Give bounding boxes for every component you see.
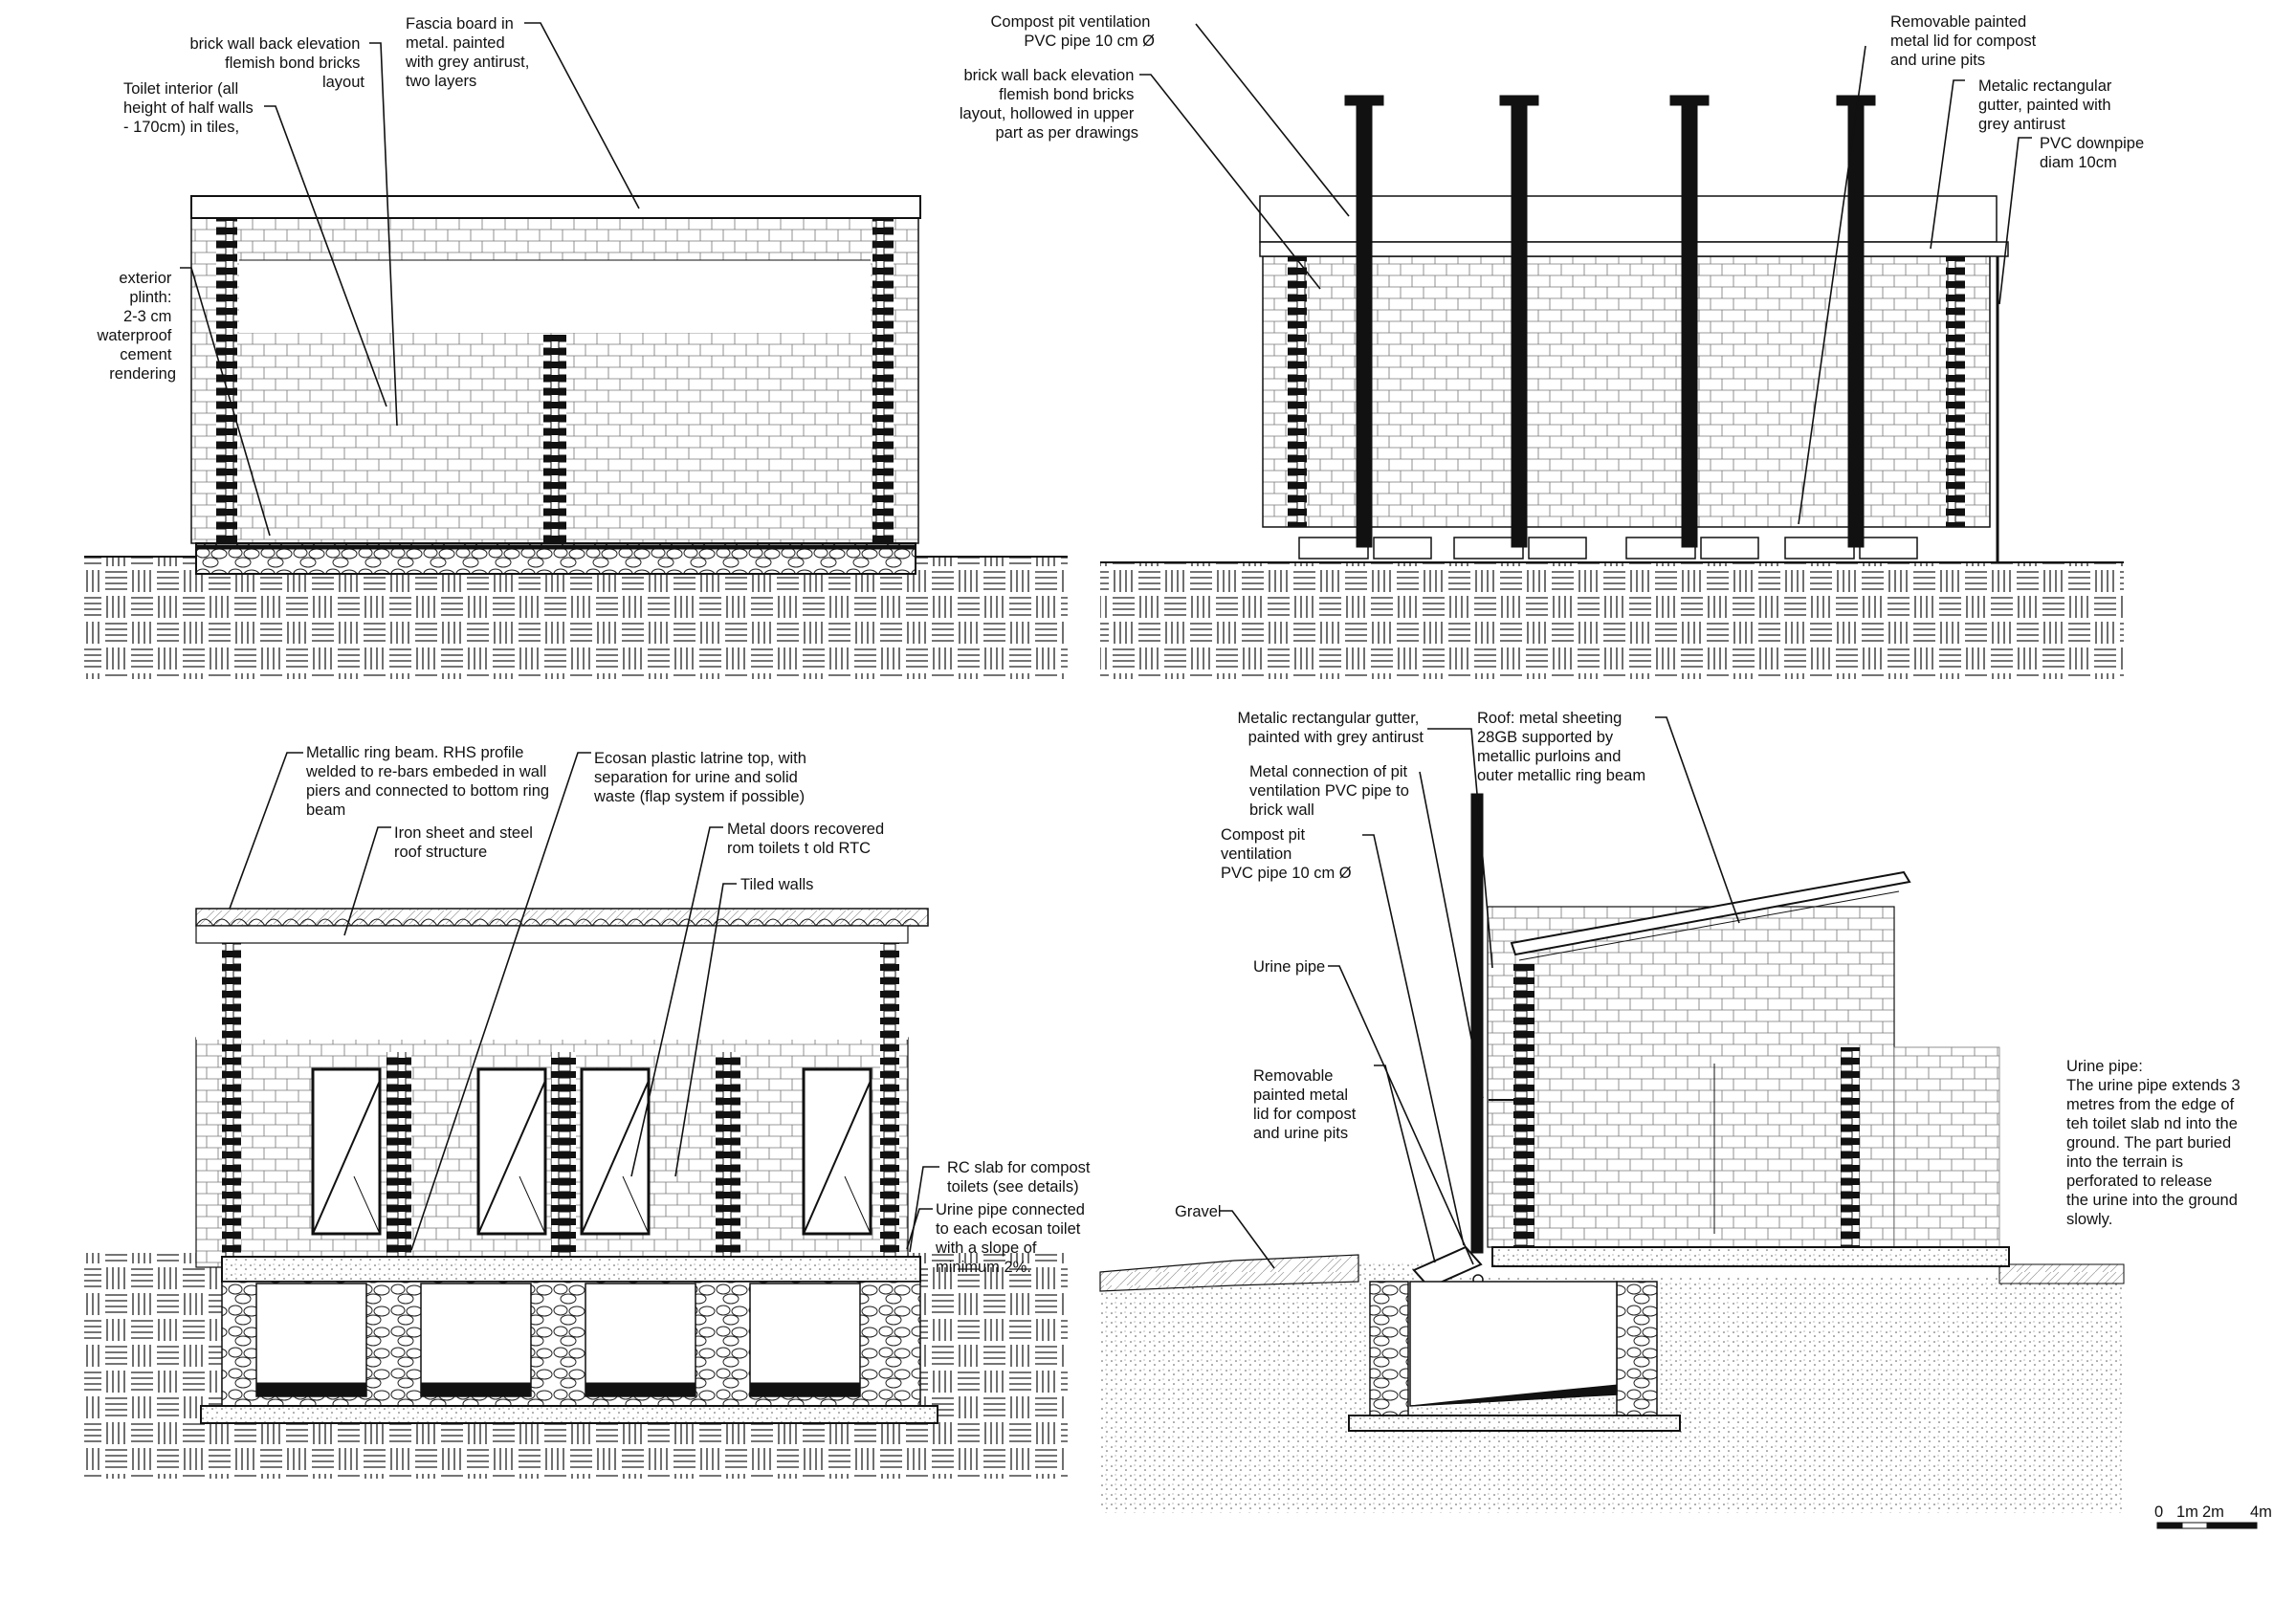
pier-3 xyxy=(551,1052,576,1259)
pier-4 xyxy=(716,1052,740,1259)
label-urine-pipe: Urine pipe connected to each ecosan toil… xyxy=(935,1201,1090,1276)
section-front-labels: Metallic ring beam. RHS profile welded t… xyxy=(305,744,1094,1276)
front-elevation-labels: Compost pit ventilation PVC pipe 10 cm Ø… xyxy=(960,13,2149,171)
label-fascia: Fascia board in metal. painted with grey… xyxy=(405,15,534,90)
label-tiled: Tiled walls xyxy=(740,876,813,893)
section-side-labels: Metalic rectangular gutter, painted with… xyxy=(1175,710,2244,1228)
label-gutter: Metalic rectangular gutter, painted with… xyxy=(1238,710,1424,746)
pit-chamber xyxy=(1409,1281,1618,1407)
label-roof: Roof: metal sheeting 28GB supported by m… xyxy=(1477,710,1645,784)
pier-2 xyxy=(1841,1047,1860,1248)
label-brick-wall: brick wall back elevation flemish bond b… xyxy=(960,67,1138,142)
scale-tick-4m: 4m xyxy=(2250,1503,2272,1521)
label-urine: Urine pipe xyxy=(1253,958,1325,976)
pier-2 xyxy=(386,1052,411,1259)
label-brick-wall: brick wall back elevation flemish bond b… xyxy=(189,35,364,91)
scale-tick-0: 0 xyxy=(2154,1503,2163,1521)
note-urine-pipe: Urine pipe: The urine pipe extends 3 met… xyxy=(2066,1058,2244,1228)
label-vent-pipe: Compost pit ventilation PVC pipe 10 cm Ø xyxy=(1221,826,1352,882)
rc-slab xyxy=(221,1256,921,1283)
leader-lines xyxy=(180,22,2032,1269)
scale-tick-1m: 1m xyxy=(2176,1503,2198,1521)
pit-wall-left xyxy=(1369,1281,1409,1416)
back-elevation-labels: brick wall back elevation flemish bond b… xyxy=(96,15,534,383)
pit-wall-right xyxy=(1616,1281,1658,1416)
roof xyxy=(1510,870,1911,956)
pit-slab xyxy=(1348,1415,1681,1432)
ring-beam xyxy=(195,925,909,944)
label-gutter: Metalic rectangular gutter, painted with… xyxy=(1978,77,2116,133)
pier-left xyxy=(216,218,237,543)
label-gravel: Gravel xyxy=(1175,1203,1222,1220)
pier-right xyxy=(872,218,894,543)
label-slab: RC slab for compost toilets (see details… xyxy=(947,1159,1094,1196)
section-side-drawing xyxy=(1099,793,2125,1513)
roof-edge xyxy=(1259,195,1998,243)
label-doors: Metal doors recovered rom toilets t old … xyxy=(727,821,889,857)
slab xyxy=(1491,1246,2010,1267)
label-lid: Removable painted metal lid for compost … xyxy=(1890,13,2041,69)
fascia-board xyxy=(190,195,921,219)
back-elevation-drawing xyxy=(84,195,1068,679)
scale-tick-2m: 2m xyxy=(2202,1503,2224,1521)
vent-pipe xyxy=(1470,793,1484,1254)
label-lid: Removable painted metal lid for compost … xyxy=(1253,1067,1360,1142)
pier-1 xyxy=(222,943,241,1259)
label-plinth: exterior plinth: 2-3 cm waterproof cemen… xyxy=(96,270,176,383)
label-connection: Metal connection of pit ventilation PVC … xyxy=(1249,763,1414,819)
ground-soil xyxy=(84,557,1068,679)
scale-bar: 0 1m 2m 4m xyxy=(2154,1503,2272,1529)
pit-chambers xyxy=(255,1283,861,1397)
vent-pipes xyxy=(1344,95,1876,548)
doors xyxy=(311,1067,872,1236)
section-front-drawing xyxy=(84,908,1068,1479)
pier-mid xyxy=(543,335,566,543)
label-ring-beam: Metallic ring beam. RHS profile welded t… xyxy=(305,744,554,819)
brick-wall xyxy=(1262,255,1991,528)
side-wall xyxy=(1893,1046,2000,1249)
front-elevation-drawing xyxy=(1100,95,2124,679)
bottom-slab xyxy=(200,1405,938,1424)
ground-soil xyxy=(1100,562,2124,679)
label-downpipe: PVC downpipe diam 10cm xyxy=(2040,135,2149,171)
label-vent-pipe: Compost pit ventilation PVC pipe 10 cm Ø xyxy=(990,13,1155,50)
pit-lids xyxy=(1298,537,1918,560)
pier-1 xyxy=(1513,964,1534,1249)
gutter xyxy=(1259,241,2009,257)
pier-5 xyxy=(880,943,899,1259)
brick-wall xyxy=(1487,906,1895,1248)
label-toilet-interior: Toilet interior (all height of half wall… xyxy=(123,80,257,136)
pier-left xyxy=(1288,256,1307,527)
label-roof: Iron sheet and steel roof structure xyxy=(394,824,538,861)
gravel xyxy=(1099,1254,1359,1292)
pier-right xyxy=(1946,256,1965,527)
roof-opening xyxy=(239,260,871,333)
ground-right xyxy=(1998,1263,2125,1284)
label-latrine-top: Ecosan plastic latrine top, with separat… xyxy=(593,750,811,805)
